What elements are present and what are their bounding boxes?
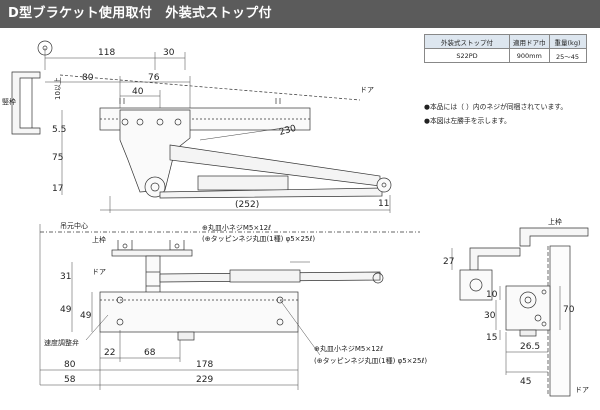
dim-15: 15 [486,333,497,343]
spec-header-weight: 重量(kg) [548,34,587,49]
dim-22: 22 [104,348,115,358]
tap-label-top: (⊕タッピンネジ丸皿(1種) φ5×25ℓ) [202,234,315,243]
hinge-center-label: 吊元中心 [60,221,88,230]
dim-118: 118 [98,48,115,58]
dim-68: 68 [144,348,156,358]
spec-table: 外装式ストップ付 適用ドア巾 重量(kg) S22PD 900mm 25〜45 [424,34,587,63]
dim-76: 76 [148,73,160,83]
dim-10-side: 10 [486,290,498,300]
dim-27: 27 [443,257,454,267]
door-label-top: ドア [360,86,374,94]
note-item: ●本品には（ ）内のネジが同梱されています。 [424,100,567,114]
dim-75: 75 [52,153,63,163]
screw-label-top: ⊕丸皿小ネジM5×12ℓ [202,223,271,232]
dim-70: 70 [563,305,575,315]
door-label-front: ドア [92,268,106,276]
spec-cell-weight: 25〜45 [548,48,587,63]
screw-label-bottom: ⊕丸皿小ネジM5×12ℓ [314,344,383,353]
dim-26-5: 26.5 [520,342,540,352]
dim-17: 17 [52,184,63,194]
spec-cell-door-width: 900mm [509,48,550,63]
title-bar: D型ブラケット使用取付 外装式ストップ付 [0,0,600,28]
top-view [11,40,392,199]
dim-30-side: 30 [484,311,496,321]
tap-label-bottom: (⊕タッピンネジ丸皿(1種) φ5×25ℓ) [314,356,427,365]
notes: ●本品には（ ）内のネジが同梱されています。 ●本図は左勝手を示します。 [424,100,567,128]
note-item: ●本図は左勝手を示します。 [424,114,567,128]
dim-11: 11 [378,199,389,209]
dim-40: 40 [132,87,144,97]
dim-10-min: 10以上 [53,77,62,100]
page-title: D型ブラケット使用取付 外装式ストップ付 [8,6,272,21]
dim-80-top: 80 [82,73,94,83]
dim-80-front: 80 [64,360,76,370]
dim-5-5: 5.5 [52,125,66,135]
top-dimensions [44,48,391,213]
spec-table-row: S22PD 900mm 25〜45 [424,48,587,63]
dim-45: 45 [520,377,531,387]
side-door-label: ドア [575,386,589,394]
dim-49-b: 49 [80,311,92,321]
dim-58: 58 [64,375,76,385]
dim-31: 31 [60,272,71,282]
dim-230: 230 [278,124,297,138]
spec-header-model: 外装式ストップ付 [424,34,510,49]
dim-252: (252) [235,200,259,210]
bullet-icon: ● [424,103,430,111]
note-text: 本図は左勝手を示します。 [429,117,511,125]
spec-header-door-width: 適用ドア巾 [509,34,550,49]
spec-cell-model: S22PD [424,48,510,63]
side-dimensions [451,248,561,375]
note-text: 本品には（ ）内のネジが同梱されています。 [429,103,568,111]
dim-178: 178 [196,360,213,370]
front-dimensions [39,224,321,390]
upper-frame-label: 上枠 [92,235,106,244]
spec-table-header: 外装式ストップ付 適用ドア巾 重量(kg) [424,34,587,49]
front-view [40,231,420,341]
speed-valve-label: 速度調整弁 [44,338,79,347]
dim-30: 30 [163,48,175,58]
frame-label: 竪枠 [2,97,16,106]
dim-49: 49 [60,305,72,315]
side-upper-frame-label: 上枠 [548,217,562,226]
bullet-icon: ● [424,117,430,125]
dim-229: 229 [196,375,213,385]
